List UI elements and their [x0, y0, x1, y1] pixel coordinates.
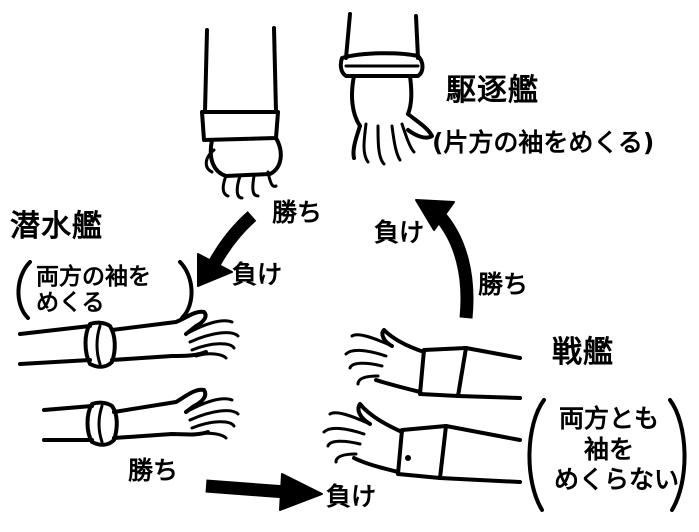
lose-label-destroyer: 負け	[374, 218, 425, 247]
battleship-rule-line-1: 両方とも	[558, 404, 659, 433]
destroyer-left-hand-icon	[200, 26, 283, 200]
win-label-destroyer-submarine: 勝ち	[272, 198, 323, 227]
submarine-rule-line-1: 両方の袖を	[36, 264, 151, 290]
sleeve-icon	[42, 404, 94, 412]
curved-arrow-icon	[197, 211, 257, 287]
submarine-lower-hand-icon	[42, 387, 240, 447]
destroyer-label: 駆逐艦	[446, 73, 539, 108]
sleeve-icon	[418, 346, 468, 398]
battleship-lower-hand-icon	[322, 402, 522, 484]
curved-arrow-icon-right	[415, 199, 474, 319]
battleship-label: 戦艦	[552, 335, 614, 370]
submarine-upper-hand-icon	[18, 309, 240, 369]
sleeve-icon	[396, 424, 448, 480]
battleship-rule-bracket-close	[668, 398, 687, 512]
straight-arrow-icon	[205, 473, 323, 511]
battleship-upper-hand-icon	[344, 328, 522, 400]
submarine-rule-bracket-open	[16, 260, 32, 320]
battleship-rule-line-2: 袖を	[583, 434, 634, 464]
rolled-sleeve-icon	[338, 51, 425, 78]
lose-label-battleship: 負け	[326, 482, 377, 511]
sleeve-icon	[344, 12, 420, 60]
submarine-label: 潜水艦	[10, 209, 103, 244]
battleship-rule-line-3: めくらない	[554, 465, 680, 494]
submarine-rule-line-2: めくる	[36, 290, 105, 317]
battleship-rule-bracket-open	[527, 398, 546, 512]
rolled-sleeve-icon	[85, 400, 119, 447]
win-label-submarine-battleship: 勝ち	[128, 456, 179, 485]
sleeve-icon	[18, 324, 92, 336]
sleeve-icon	[203, 26, 278, 114]
win-label-battleship-destroyer: 勝ち	[478, 270, 529, 299]
cufflink-icon	[405, 455, 411, 461]
destroyer-right-hand-icon	[338, 12, 434, 166]
battleship-rule: 両方とも 袖を めくらない	[554, 404, 680, 496]
submarine-rule-bracket-close	[178, 260, 194, 320]
lose-label-submarine: 負け	[232, 260, 283, 289]
submarine-rule: 両方の袖を めくる	[36, 264, 151, 317]
destroyer-rule: (片方の袖をめくる)	[432, 128, 655, 157]
